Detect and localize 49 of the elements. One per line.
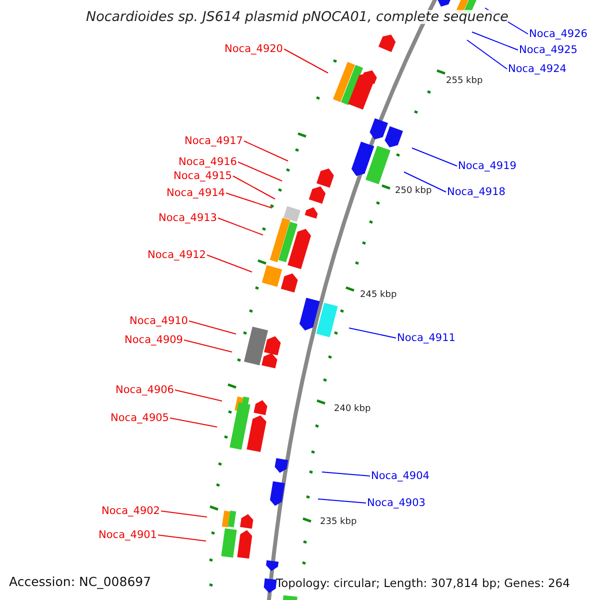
gene-label: Noca_4916	[178, 155, 237, 169]
gene-label: Noca_4920	[224, 42, 283, 56]
leader-line	[226, 192, 272, 208]
leader-line	[412, 148, 458, 166]
leader-line	[322, 472, 370, 476]
title: Nocardioides sp. JS614 plasmid pNOCA01, complete sequence	[86, 10, 508, 24]
gene-label: Noca_4913	[158, 211, 217, 225]
gene-label: Noca_4926	[529, 27, 588, 41]
leader-line	[284, 48, 328, 74]
gene-label: Noca_4911	[397, 331, 456, 345]
scale-label: 250 kbp	[395, 185, 432, 198]
gene-label: Noca_4906	[116, 383, 174, 397]
leader-line	[244, 140, 288, 162]
gene-label: Noca_4910	[130, 314, 188, 328]
leader-line	[404, 172, 446, 192]
leader-line	[472, 32, 518, 50]
gene-label: Noca_4902	[102, 504, 160, 518]
gene-label: Noca_4909	[124, 333, 183, 347]
leader-line	[188, 320, 236, 334]
accession-text: Accession: NC_008697	[9, 575, 152, 589]
gene-label: Noca_4912	[148, 248, 206, 262]
leader-line	[184, 340, 232, 352]
leader-line	[174, 390, 222, 402]
gene-label: Noca_4901	[98, 528, 157, 542]
leader-line	[170, 418, 218, 428]
scale-label: 240 kbp	[334, 403, 371, 416]
leader-line	[232, 176, 276, 200]
gene-label: Noca_4903	[367, 496, 426, 510]
gene-label: Noca_4914	[166, 186, 225, 200]
leader-line	[218, 218, 264, 236]
gene-label: Noca_4917	[184, 134, 243, 148]
gene-label: Noca_4915	[174, 169, 232, 183]
gene-label: Noca_4924	[508, 62, 566, 76]
gene-label: Noca_4905	[110, 411, 169, 425]
leader-line	[318, 498, 366, 504]
leader-line	[238, 162, 282, 182]
gene-label: Noca_4919	[458, 159, 516, 173]
topology-text: Topology: circular; Length: 307,814 bp; Genes: 264	[276, 576, 570, 590]
leader-line	[160, 510, 208, 518]
scale-label: 255 kbp	[446, 75, 483, 88]
leader-line	[206, 254, 252, 272]
leader-line	[158, 534, 206, 542]
scale-label: 245 kbp	[360, 289, 397, 302]
gene-label: Noca_4904	[371, 469, 430, 483]
gene-label: Noca_4918	[447, 185, 506, 199]
leader-line	[466, 40, 508, 70]
gene-label: Noca_4925	[519, 43, 578, 57]
leader-line	[348, 328, 396, 338]
scale-label: 235 kbp	[320, 516, 357, 529]
